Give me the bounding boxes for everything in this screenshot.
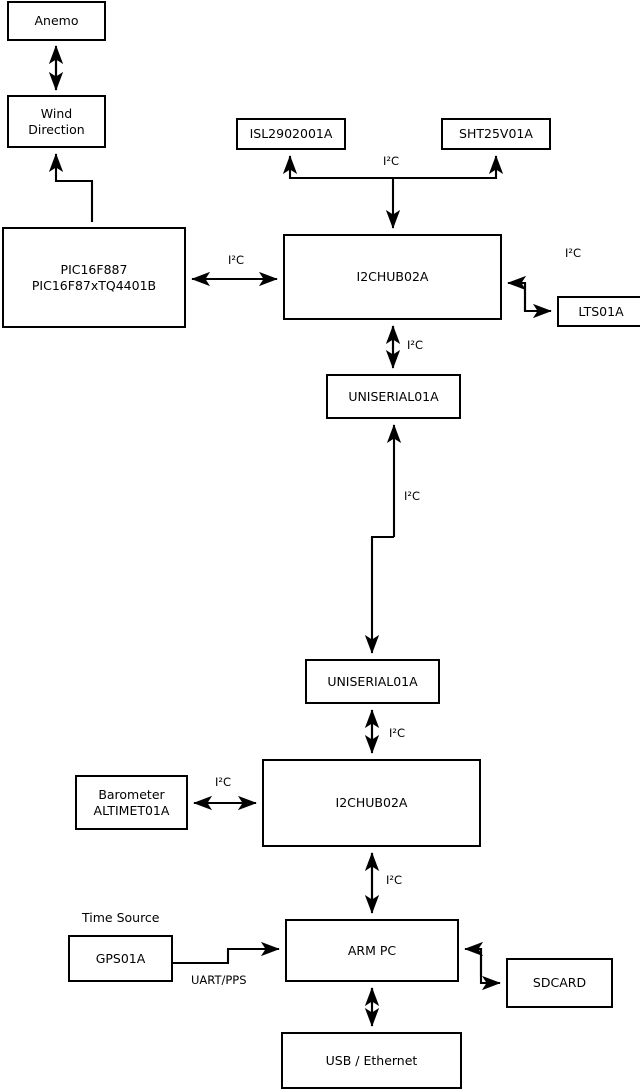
node-arm-pc[interactable]: ARM PC (285, 919, 459, 982)
edge-arm-sdcard (465, 947, 501, 991)
node-sht25v01a[interactable]: SHT25V01A (441, 118, 551, 150)
node-arm-pc-label: ARM PC (347, 942, 397, 958)
edge-label-hub-lts: I²C (565, 246, 582, 260)
node-isl2902001a[interactable]: ISL2902001A (236, 118, 346, 150)
node-uniserial01a-top[interactable]: UNISERIAL01A (326, 374, 461, 419)
edge-sdcard-arm (464, 941, 484, 977)
edge-label-hub-uniserial: I²C (407, 338, 424, 352)
node-isl2902001a-label: ISL2902001A (249, 126, 333, 142)
node-sdcard[interactable]: SDCARD (506, 958, 613, 1008)
edge-label-hub-arm: I²C (386, 873, 403, 887)
edge-pic-wind (48, 153, 94, 222)
edge-label-pic-hub: I²C (228, 253, 245, 267)
node-uniserial01a-bottom-label: UNISERIAL01A (327, 673, 418, 689)
node-i2chub02a-bottom-label: I2CHUB02A (335, 795, 408, 811)
node-lts01a-label: LTS01A (578, 303, 624, 319)
node-anemo[interactable]: Anemo (7, 1, 106, 41)
node-i2chub02a-top[interactable]: I2CHUB02A (283, 234, 502, 320)
node-barometer-altimet01a[interactable]: Barometer ALTIMET01A (75, 775, 188, 830)
edge-gps-arm (173, 941, 280, 965)
label-time-source: Time Source (82, 910, 160, 925)
edge-lts-hub (507, 275, 527, 311)
edge-label-barometer-hub: I²C (215, 775, 232, 789)
node-pic-mcu-label: PIC16F887 PIC16F87xTQ4401B (31, 261, 157, 293)
edge-hub-lts (508, 281, 552, 319)
node-wind-direction-label: Wind Direction (28, 105, 85, 137)
node-i2chub02a-bottom[interactable]: I2CHUB02A (262, 759, 481, 847)
node-usb-ethernet-label: USB / Ethernet (325, 1052, 418, 1068)
node-wind-direction[interactable]: Wind Direction (7, 95, 106, 148)
edge-label-bus-sensors: I²C (383, 154, 400, 168)
node-gps01a[interactable]: GPS01A (68, 935, 173, 982)
edge-bus-isl (282, 155, 393, 180)
node-barometer-altimet01a-label: Barometer ALTIMET01A (93, 786, 170, 818)
node-i2chub02a-top-label: I2CHUB02A (356, 269, 429, 285)
edge-label-uniserial-link: I²C (404, 489, 421, 503)
node-sdcard-label: SDCARD (532, 975, 587, 991)
node-anemo-label: Anemo (34, 13, 79, 29)
node-sht25v01a-label: SHT25V01A (459, 126, 533, 142)
edge-bus-sht (393, 155, 504, 180)
edge-label-gps-arm: UART/PPS (191, 973, 247, 987)
edge-label-uniserial-hub-bottom: I²C (389, 726, 406, 740)
node-usb-ethernet[interactable]: USB / Ethernet (281, 1032, 462, 1089)
node-pic-mcu[interactable]: PIC16F887 PIC16F87xTQ4401B (2, 227, 186, 328)
edge-uniserial-down (364, 535, 394, 654)
node-lts01a[interactable]: LTS01A (557, 296, 640, 327)
node-uniserial01a-bottom[interactable]: UNISERIAL01A (305, 659, 440, 704)
node-uniserial01a-top-label: UNISERIAL01A (348, 388, 439, 404)
node-gps01a-label: GPS01A (95, 950, 146, 966)
